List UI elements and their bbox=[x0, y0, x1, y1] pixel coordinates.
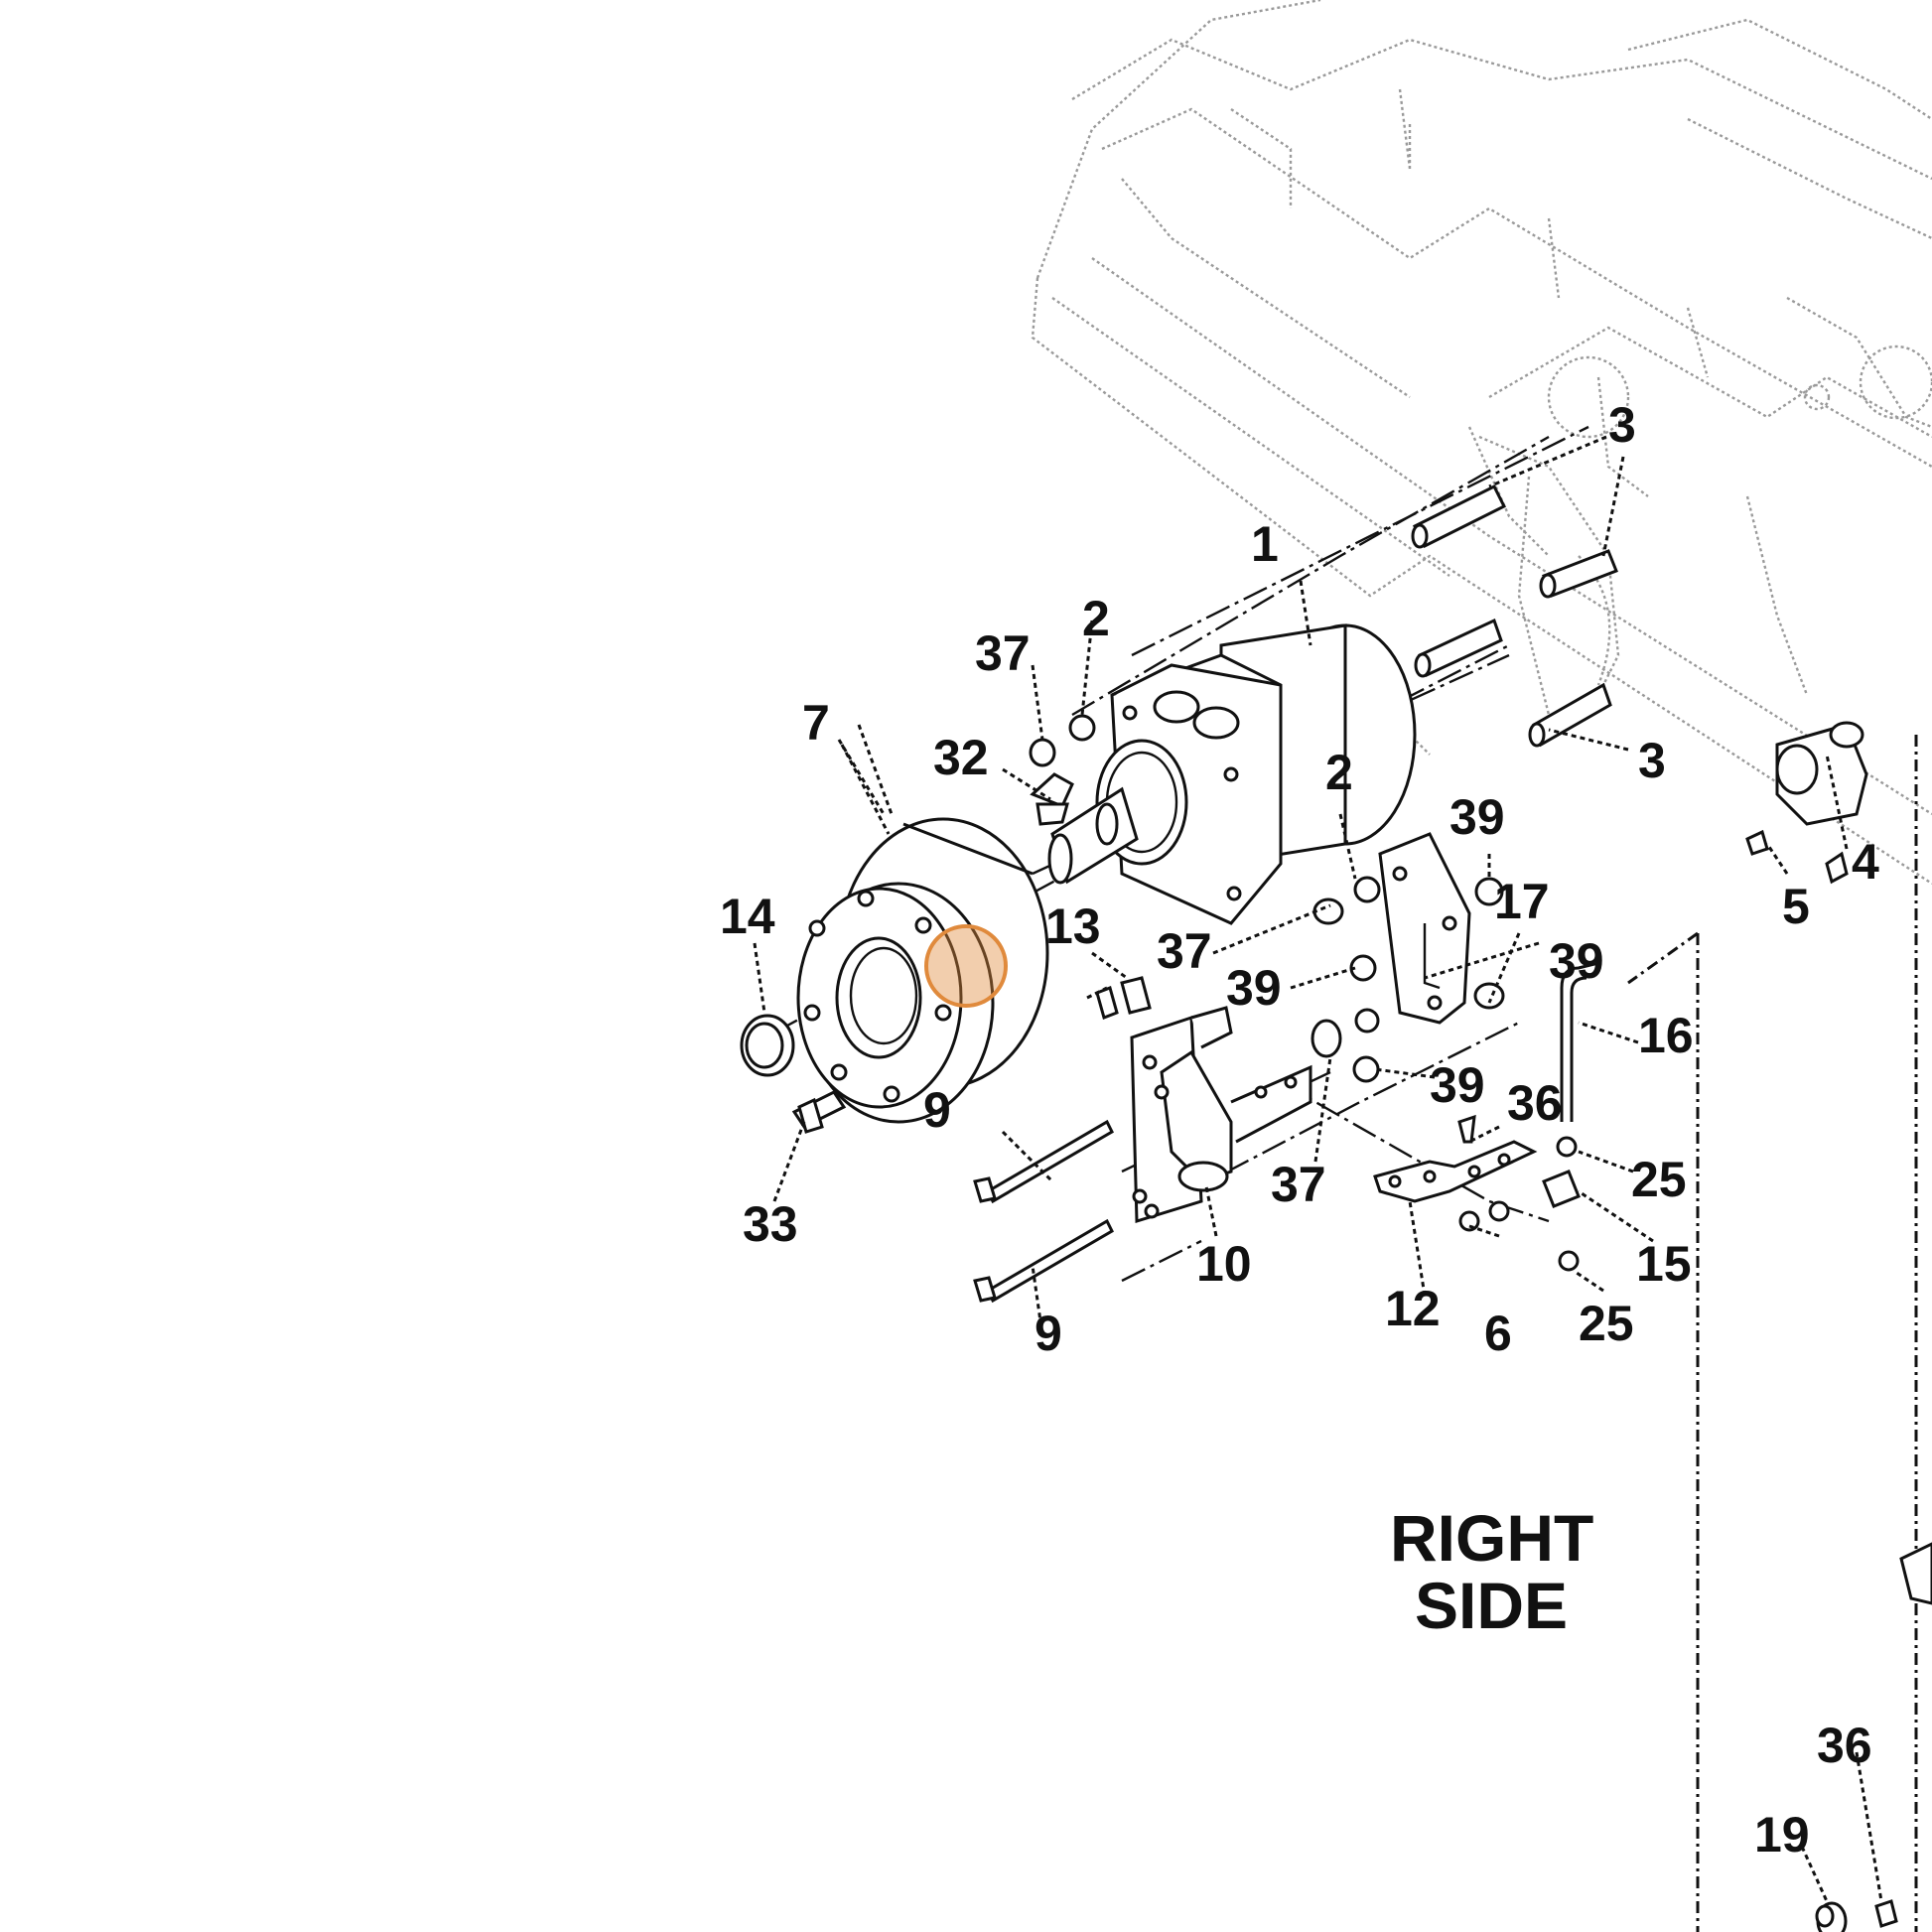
part-19-washer bbox=[1815, 1901, 1848, 1932]
view-boundary-line bbox=[1627, 931, 1699, 985]
part-1-hydraulic-motor bbox=[1047, 623, 1417, 925]
part-36-lower bbox=[1874, 1899, 1898, 1928]
part-15-fitting bbox=[1542, 1170, 1581, 1208]
leader-lines bbox=[753, 435, 1883, 1902]
ghost-frame bbox=[1031, 0, 1932, 886]
part-36-clip bbox=[1457, 1114, 1476, 1144]
callout-25: 25 bbox=[1579, 1296, 1634, 1351]
part-16-rod bbox=[1560, 961, 1599, 1122]
callout-12: 12 bbox=[1385, 1281, 1441, 1336]
view-label-line2: SIDE bbox=[1415, 1569, 1568, 1642]
part-17-plate bbox=[1378, 832, 1471, 1025]
callout-39: 39 bbox=[1549, 933, 1604, 989]
highlight-marker bbox=[924, 924, 1008, 1008]
callout-13: 13 bbox=[1045, 898, 1101, 954]
callout-17: 17 bbox=[1494, 874, 1550, 929]
callout-37: 37 bbox=[975, 625, 1031, 681]
callout-7: 7 bbox=[802, 695, 830, 751]
callout-2: 2 bbox=[1325, 745, 1353, 800]
callout-5: 5 bbox=[1782, 879, 1810, 934]
part-3-pins bbox=[1411, 483, 1618, 748]
callout-37: 37 bbox=[1271, 1157, 1326, 1212]
callout-9: 9 bbox=[923, 1082, 951, 1138]
callout-36: 36 bbox=[1817, 1718, 1872, 1773]
part-4-bracket bbox=[1775, 721, 1868, 885]
callout-39: 39 bbox=[1226, 960, 1282, 1016]
part-14-nut bbox=[740, 1014, 795, 1077]
callout-6: 6 bbox=[1484, 1306, 1512, 1361]
callout-37: 37 bbox=[1157, 923, 1212, 979]
callout-labels: 1 2 2 3 3 4 5 6 7 9 9 10 12 13 14 15 16 … bbox=[720, 397, 1879, 1863]
centerline bbox=[1121, 1239, 1202, 1283]
callout-32: 32 bbox=[933, 730, 989, 785]
callout-25: 25 bbox=[1631, 1152, 1687, 1207]
callout-4: 4 bbox=[1852, 834, 1879, 890]
part-9-bolts bbox=[973, 1119, 1114, 1304]
callout-3: 3 bbox=[1608, 397, 1636, 453]
callout-10: 10 bbox=[1196, 1236, 1252, 1292]
callout-36: 36 bbox=[1507, 1075, 1563, 1131]
centerline bbox=[1151, 1021, 1520, 1213]
part-10-caliper bbox=[1130, 1006, 1312, 1224]
callout-2: 2 bbox=[1082, 591, 1110, 646]
callout-3: 3 bbox=[1638, 733, 1666, 788]
callout-39: 39 bbox=[1430, 1057, 1485, 1113]
part-33-bolt bbox=[791, 1090, 847, 1134]
callout-33: 33 bbox=[743, 1196, 798, 1252]
callout-15: 15 bbox=[1636, 1236, 1692, 1292]
callout-19: 19 bbox=[1754, 1807, 1810, 1863]
part-7-hub-disc bbox=[796, 817, 1049, 1124]
part-25-nuts bbox=[1556, 1136, 1580, 1272]
callout-39: 39 bbox=[1449, 789, 1505, 845]
callout-14: 14 bbox=[720, 889, 775, 944]
centerline bbox=[1280, 1080, 1550, 1223]
callout-1: 1 bbox=[1251, 516, 1279, 572]
lower-right-fitting bbox=[1899, 1542, 1932, 1605]
part-32-key bbox=[1035, 802, 1069, 826]
centerline bbox=[1071, 435, 1550, 717]
part-13-bolts bbox=[1095, 976, 1152, 1020]
centerline bbox=[1131, 425, 1589, 657]
view-label-line1: RIGHT bbox=[1390, 1501, 1593, 1575]
part-12-bracket bbox=[1373, 1140, 1538, 1232]
callout-9: 9 bbox=[1035, 1306, 1062, 1361]
callout-16: 16 bbox=[1638, 1008, 1694, 1063]
